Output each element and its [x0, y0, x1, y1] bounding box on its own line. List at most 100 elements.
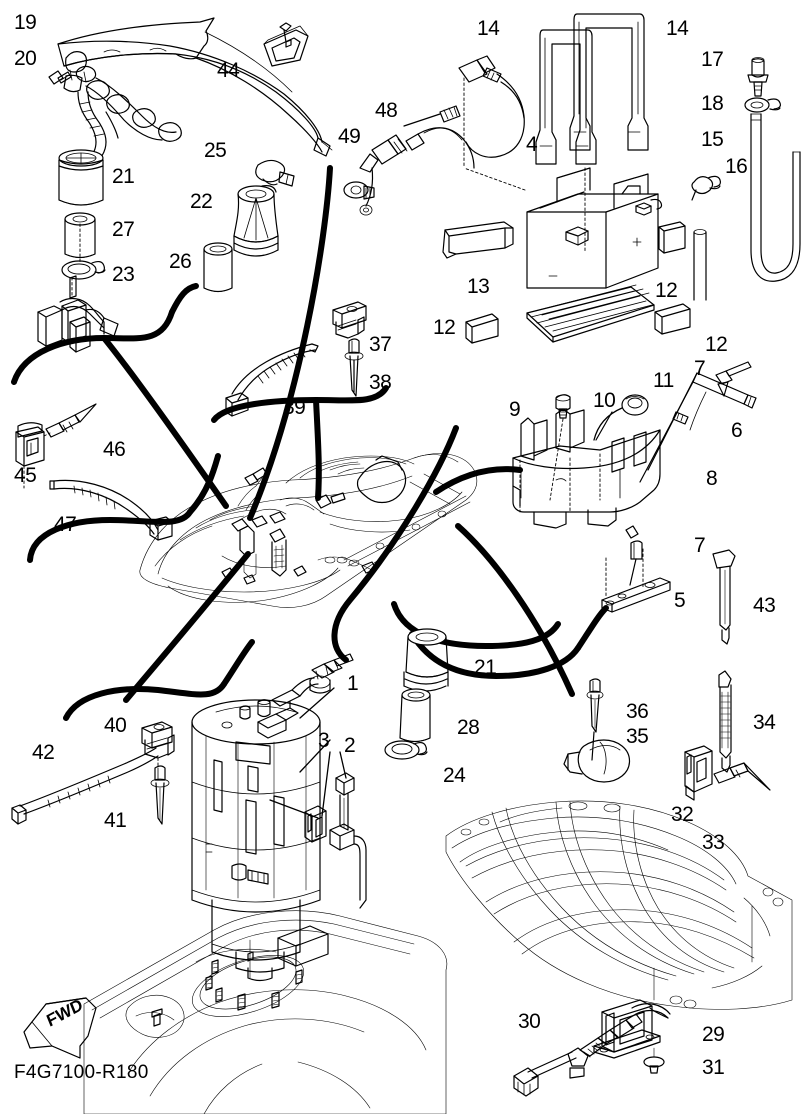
part-49-bolt — [343, 181, 375, 200]
boarding-grate — [445, 800, 793, 1010]
callout-battery-tray-mat: 11 — [653, 369, 674, 392]
callout-band-clamp: 39 — [283, 396, 306, 419]
callout-bolt: 9 — [509, 398, 521, 421]
callout-rivet-pin: 38 — [369, 371, 392, 394]
callout-plastic-band: 47 — [54, 513, 77, 536]
callout-battery-band-rod: 6 — [731, 419, 743, 442]
callout-battery-holder: 13 — [467, 275, 490, 298]
part-26-sleeve — [203, 242, 233, 293]
callout-hose: 21 — [112, 165, 135, 188]
part-14-battery-bands — [535, 13, 649, 165]
callout-hose-joint: 27 — [112, 218, 135, 241]
callout-holder: 32 — [671, 803, 694, 826]
part-1-fuel-pump-assembly — [191, 653, 367, 982]
part-25-fuel-joint — [255, 159, 295, 187]
part-9-bolt — [549, 394, 571, 501]
watercraft-hull-illustration — [139, 453, 478, 608]
part-31-screw — [643, 1047, 665, 1074]
drawing-number: F4G7100-R180 — [14, 1062, 149, 1083]
callout-rivet: 7 — [694, 357, 706, 380]
part-29-relay-unit — [593, 967, 669, 1059]
part-30-water-temp-sensor — [513, 1003, 671, 1097]
part-20-screw — [48, 70, 72, 85]
callout-breather-fitting: 17 — [701, 48, 724, 71]
part-46-rivet — [43, 403, 97, 438]
leader-brace-lines — [11, 165, 609, 721]
part-40-clamp — [141, 721, 175, 759]
part-41-rivet-pin — [150, 757, 170, 825]
part-42-plastic-band — [11, 747, 159, 825]
callout-clip: 45 — [14, 464, 37, 487]
callout-fuel-filter-cup: 22 — [190, 190, 213, 213]
part-6-band-rod — [639, 372, 757, 483]
part-43-plastic-band — [712, 549, 736, 645]
part-22-filter-cup — [233, 185, 279, 257]
part-45-clip — [15, 422, 45, 489]
part-7b-rivet — [625, 525, 643, 586]
callout-screw: 31 — [702, 1056, 725, 1079]
callout-fuel-pump-filter: 3 — [318, 729, 330, 752]
part-32-holder — [684, 745, 713, 801]
callout-battery-box: 8 — [706, 467, 718, 490]
callout-battery-band: 14 — [477, 17, 500, 40]
callout-clamp: 37 — [369, 333, 392, 356]
battery-negative-cable — [403, 55, 526, 191]
callout-stay-bracket: 5 — [674, 589, 686, 612]
callout-hose-clamp: 18 — [701, 92, 724, 115]
part-38-rivet-pin — [344, 338, 364, 397]
callout-water-temp-sensor: 30 — [518, 1010, 541, 1033]
part-7a-rivet — [715, 361, 752, 397]
callout-clip: 23 — [112, 263, 135, 286]
part-44-clamp-bracket — [263, 22, 309, 67]
part-24-clip — [384, 740, 428, 760]
callout-bolt-washer: 49 — [338, 125, 361, 148]
part-16-hose-clip — [691, 175, 721, 201]
callout-lead-wire: 48 — [375, 99, 398, 122]
part-48-lead-wire — [359, 127, 475, 216]
part-4-battery — [526, 167, 663, 289]
callout-hose-clip: 16 — [725, 155, 748, 178]
callout-handlebar-cover: 19 — [14, 11, 37, 34]
part-35-hose-holder — [563, 739, 631, 783]
part-13-battery-holder — [442, 221, 514, 259]
part-8-battery-box — [512, 408, 661, 529]
part-33-rivet — [713, 762, 771, 791]
electrical-box-assembly — [37, 275, 119, 353]
callout-rivet: 7 — [694, 534, 706, 557]
callout-fuel-pump-assembly: 1 — [347, 672, 359, 695]
callout-rivet: 33 — [702, 831, 725, 854]
callout-hose: 21 — [474, 656, 497, 679]
callout-hose-holder: 35 — [626, 725, 649, 748]
fuel-tank-illustration — [83, 910, 448, 1114]
part-15-breather-hose — [750, 113, 801, 282]
callout-sleeve: 26 — [169, 250, 192, 273]
callout-rivet-pin: 41 — [104, 809, 127, 832]
callout-plastic-band: 43 — [753, 594, 776, 617]
part-37-clamp — [332, 301, 367, 339]
callout-rivet: 36 — [626, 700, 649, 723]
part-18-hose-clamp — [744, 97, 781, 113]
part-21-hose-strainer — [58, 149, 104, 206]
callout-plastic-band: 34 — [753, 711, 776, 734]
fwd-arrow-marker — [23, 997, 97, 1059]
callout-relay-unit: 29 — [702, 1023, 725, 1046]
callout-damper: 12 — [433, 316, 456, 339]
callout-breather-hose: 15 — [701, 128, 724, 151]
callout-clamp-bracket: 44 — [217, 59, 240, 82]
part-12-dampers — [465, 221, 691, 344]
callout-damper: 12 — [655, 279, 678, 302]
part-10-grommet — [593, 394, 649, 441]
part-19-handlebar-cover — [57, 17, 333, 165]
hose-stub — [693, 229, 707, 301]
part-27-hose-joint — [64, 212, 96, 259]
callout-rivet: 46 — [103, 438, 126, 461]
callout-fuel-sender: 2 — [344, 734, 356, 757]
part-17-breather-fitting — [747, 57, 769, 97]
part-21b-hose — [403, 628, 449, 692]
callout-battery: 4 — [526, 133, 538, 156]
part-28-joint-pipe — [399, 688, 431, 743]
callout-battery-band: 14 — [666, 17, 689, 40]
callout-clip: 24 — [443, 764, 466, 787]
